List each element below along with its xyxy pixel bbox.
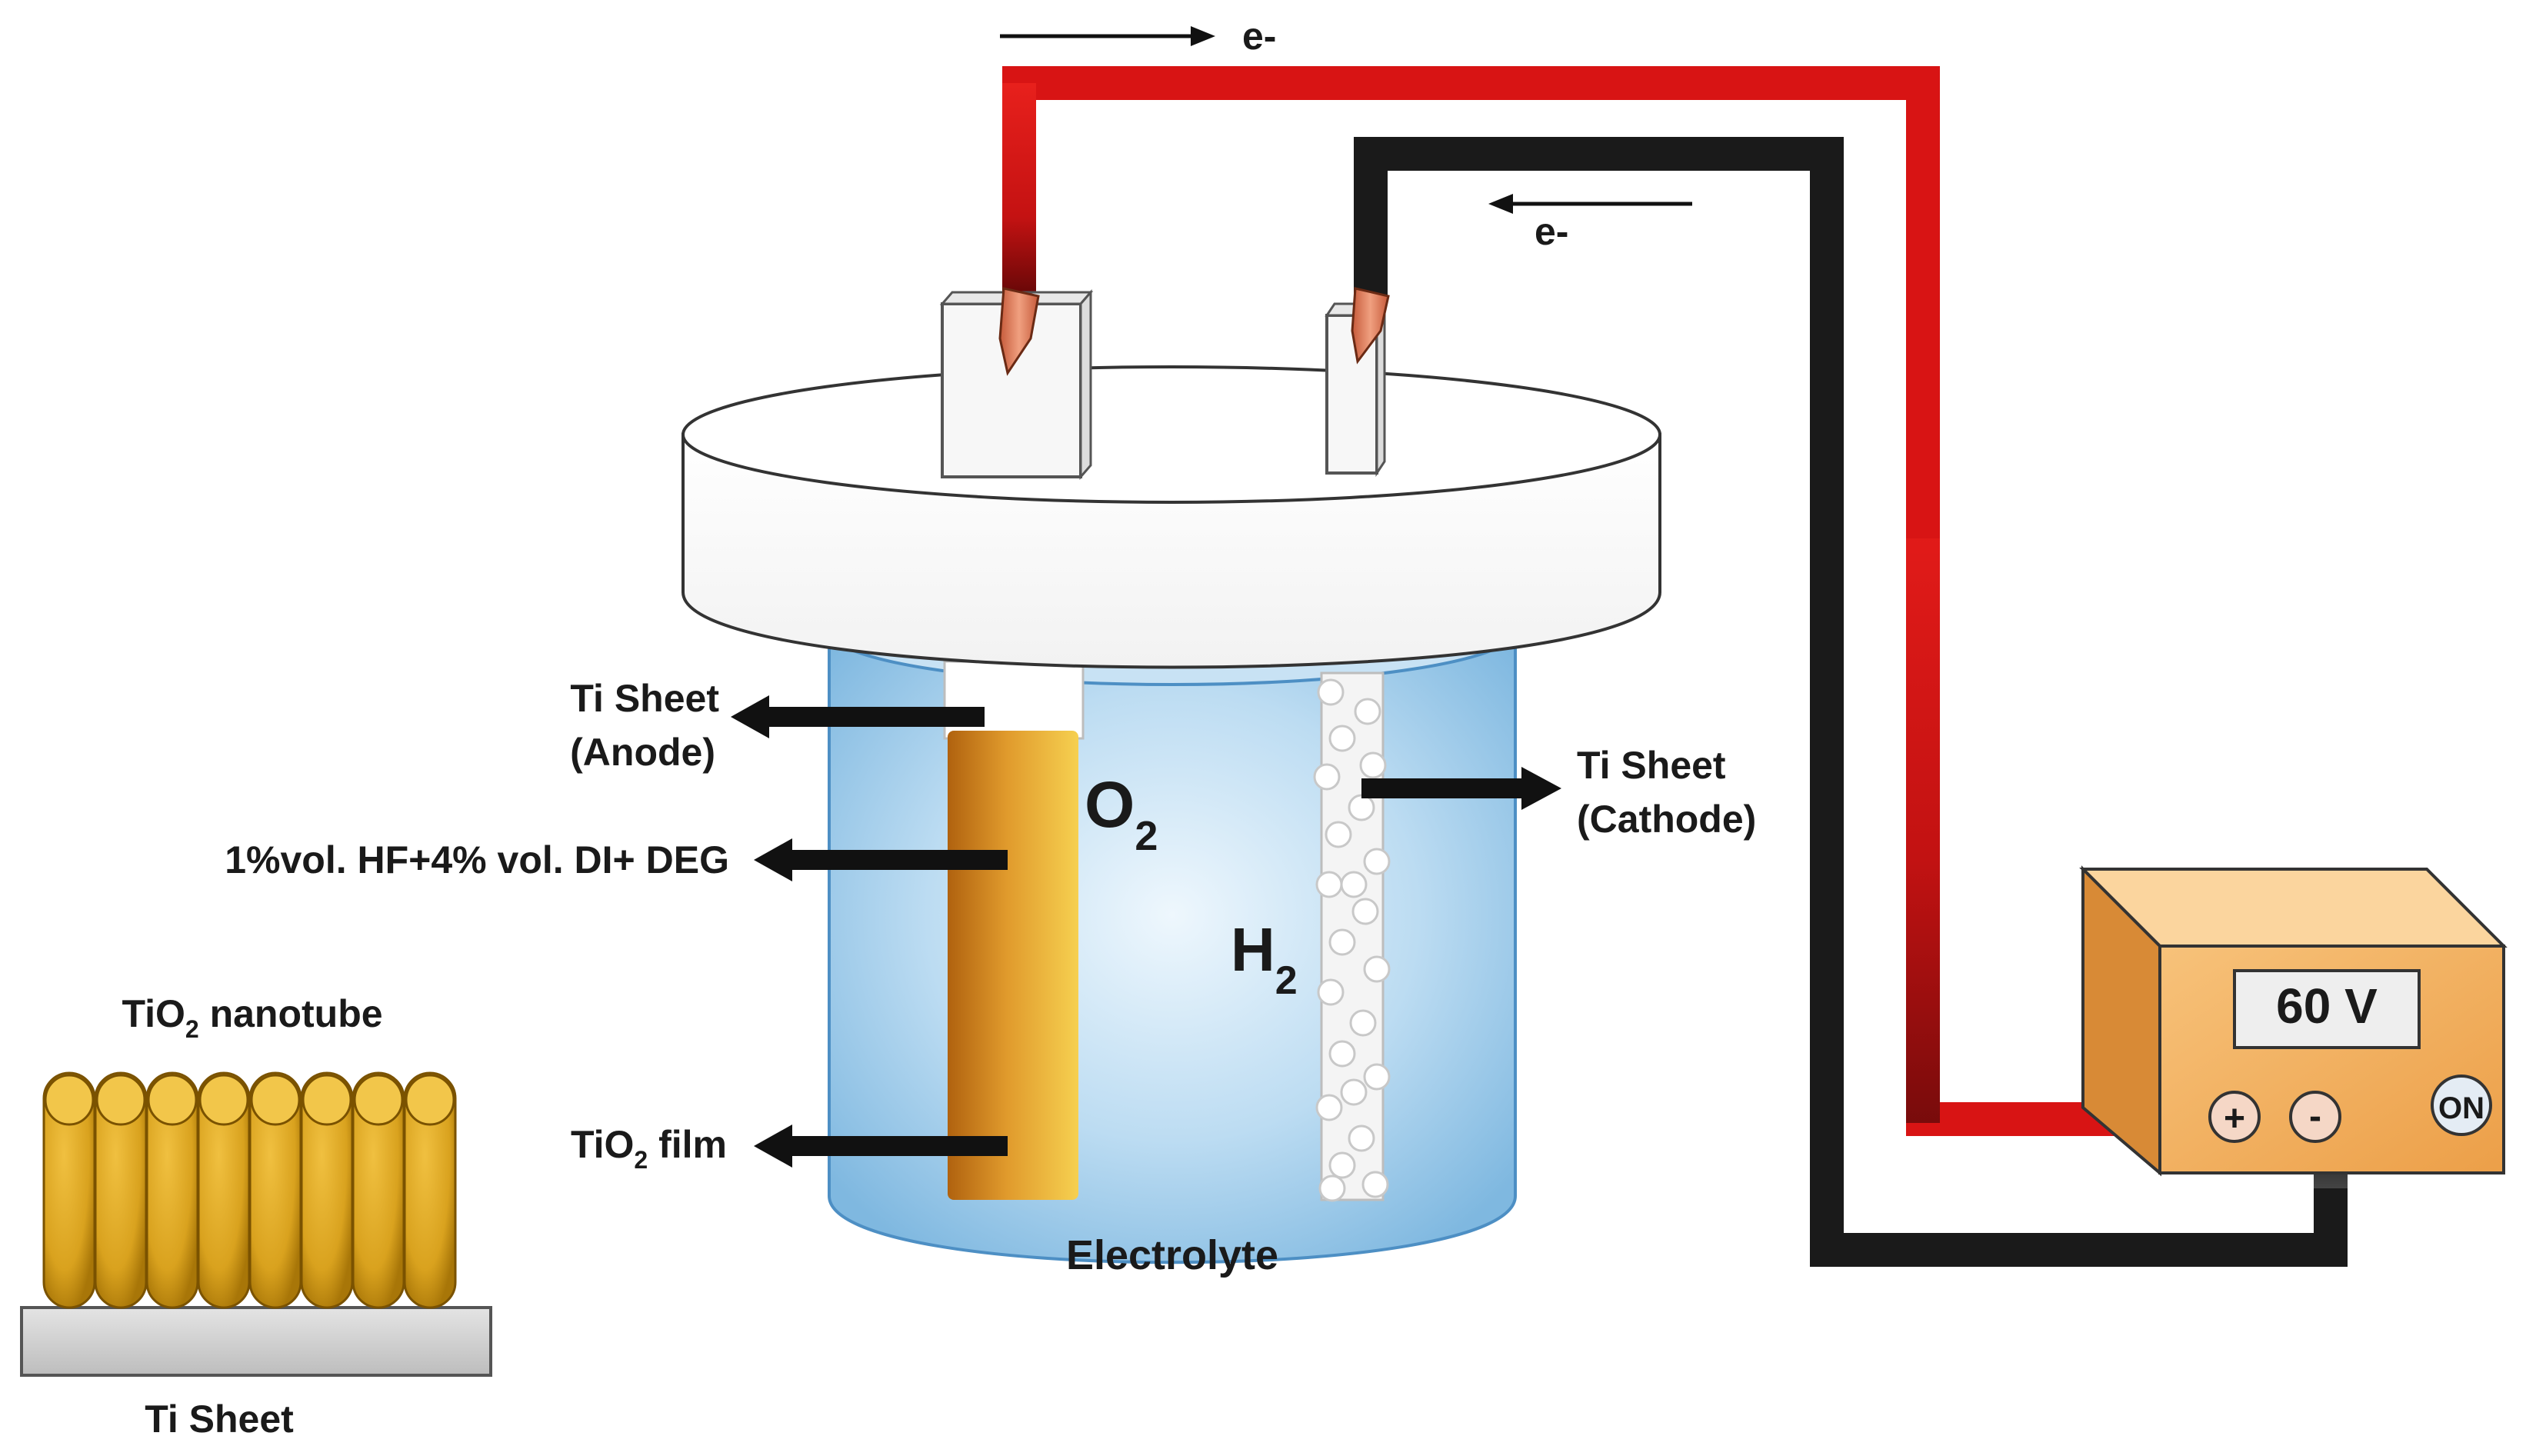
hydrogen-bubble: [1348, 1124, 1375, 1152]
hydrogen-bubble: [1340, 871, 1368, 898]
hydrogen-bubble: [1351, 898, 1379, 925]
hydrogen-bubble: [1363, 955, 1391, 983]
nanotube-top: [250, 1074, 301, 1126]
nanotube-top: [44, 1074, 95, 1126]
pointer-arrow-anode: [731, 695, 985, 738]
hydrogen-bubble: [1348, 794, 1375, 821]
svg-text:-: -: [2309, 1096, 2321, 1137]
electrolyte-beaker: [828, 575, 1517, 1264]
hydrogen-bubble: [1349, 1009, 1377, 1037]
voltage-display-text: 60 V: [2276, 978, 2378, 1034]
anode-ti-sheet: [948, 731, 1078, 1200]
cathode-clip-tip: [1351, 287, 1390, 365]
electron-label-mid: e-: [1535, 210, 1568, 253]
hydrogen-bubble: [1363, 1063, 1391, 1091]
hydrogen-bubble: [1325, 821, 1352, 848]
nanotube-top: [405, 1074, 455, 1126]
svg-text:ON: ON: [2438, 1091, 2484, 1125]
pointer-arrow-oxide-film: [754, 1124, 1008, 1168]
oxygen-label: O2: [1085, 768, 1158, 859]
cathode-label-line2: (Cathode): [1577, 798, 1756, 841]
red-wire: [1002, 66, 2215, 1136]
nanotube-top: [147, 1074, 198, 1126]
hydrogen-bubble: [1317, 678, 1345, 706]
hydrogen-bubble: [1315, 871, 1343, 898]
oxide-film-label: TiO2 film: [571, 1123, 727, 1174]
nanotube-top: [302, 1074, 352, 1126]
hydrogen-bubble: [1361, 1171, 1389, 1198]
electron-flow-arrow-mid: [1488, 194, 1692, 214]
hydrogen-bubble: [1363, 848, 1391, 875]
hydrogen-bubble: [1328, 725, 1356, 752]
hydrogen-bubble: [1318, 1174, 1346, 1202]
nanotube-top: [198, 1074, 249, 1126]
nanotube-top: [353, 1074, 404, 1126]
hydrogen-bubble: [1328, 1040, 1356, 1068]
electron-flow-arrow-top: [1000, 26, 1215, 46]
electron-label-top: e-: [1242, 15, 1276, 58]
ti-sheet-bottom-label: Ti Sheet: [145, 1398, 294, 1441]
nanotube-top: [95, 1074, 146, 1126]
cathode-label-line1: Ti Sheet: [1577, 744, 1726, 787]
hydrogen-label: H2: [1231, 915, 1298, 1003]
tio2-nanotube-array: [42, 1071, 457, 1309]
pointer-arrow-cathode: [1361, 767, 1561, 810]
hydrogen-bubble: [1313, 763, 1341, 791]
hydrogen-bubble: [1328, 928, 1356, 956]
hydrogen-bubbles: [1313, 678, 1391, 1202]
hydrogen-bubble: [1317, 978, 1345, 1006]
electrolyte-label: Electrolyte: [1066, 1232, 1278, 1278]
negative-terminal: -: [2289, 1091, 2341, 1143]
voltage-display: [2233, 969, 2421, 1049]
positive-terminal: +: [2208, 1091, 2261, 1143]
anode-label-line2: (Anode): [570, 731, 715, 774]
electrolyte-mix-label: 1%vol. HF+4% vol. DI+ DEG: [225, 838, 729, 881]
svg-text:+: +: [2224, 1098, 2245, 1139]
hydrogen-bubble: [1354, 698, 1381, 725]
cell-lid: [681, 365, 1661, 669]
hydrogen-bubble: [1340, 1078, 1368, 1106]
hydrogen-bubble: [1328, 1151, 1356, 1179]
anode-label-line1: Ti Sheet: [570, 677, 719, 720]
ti-sheet-substrate: [20, 1306, 492, 1377]
hydrogen-bubble: [1315, 1094, 1343, 1121]
nanotube-label: TiO2 nanotube: [122, 992, 382, 1043]
nanotube: [403, 1071, 457, 1309]
pointer-arrow-electrolyte-mix: [754, 838, 1008, 881]
on-switch[interactable]: ON: [2431, 1075, 2492, 1136]
anode-clip-tip: [998, 287, 1040, 376]
hydrogen-bubble: [1359, 751, 1387, 779]
